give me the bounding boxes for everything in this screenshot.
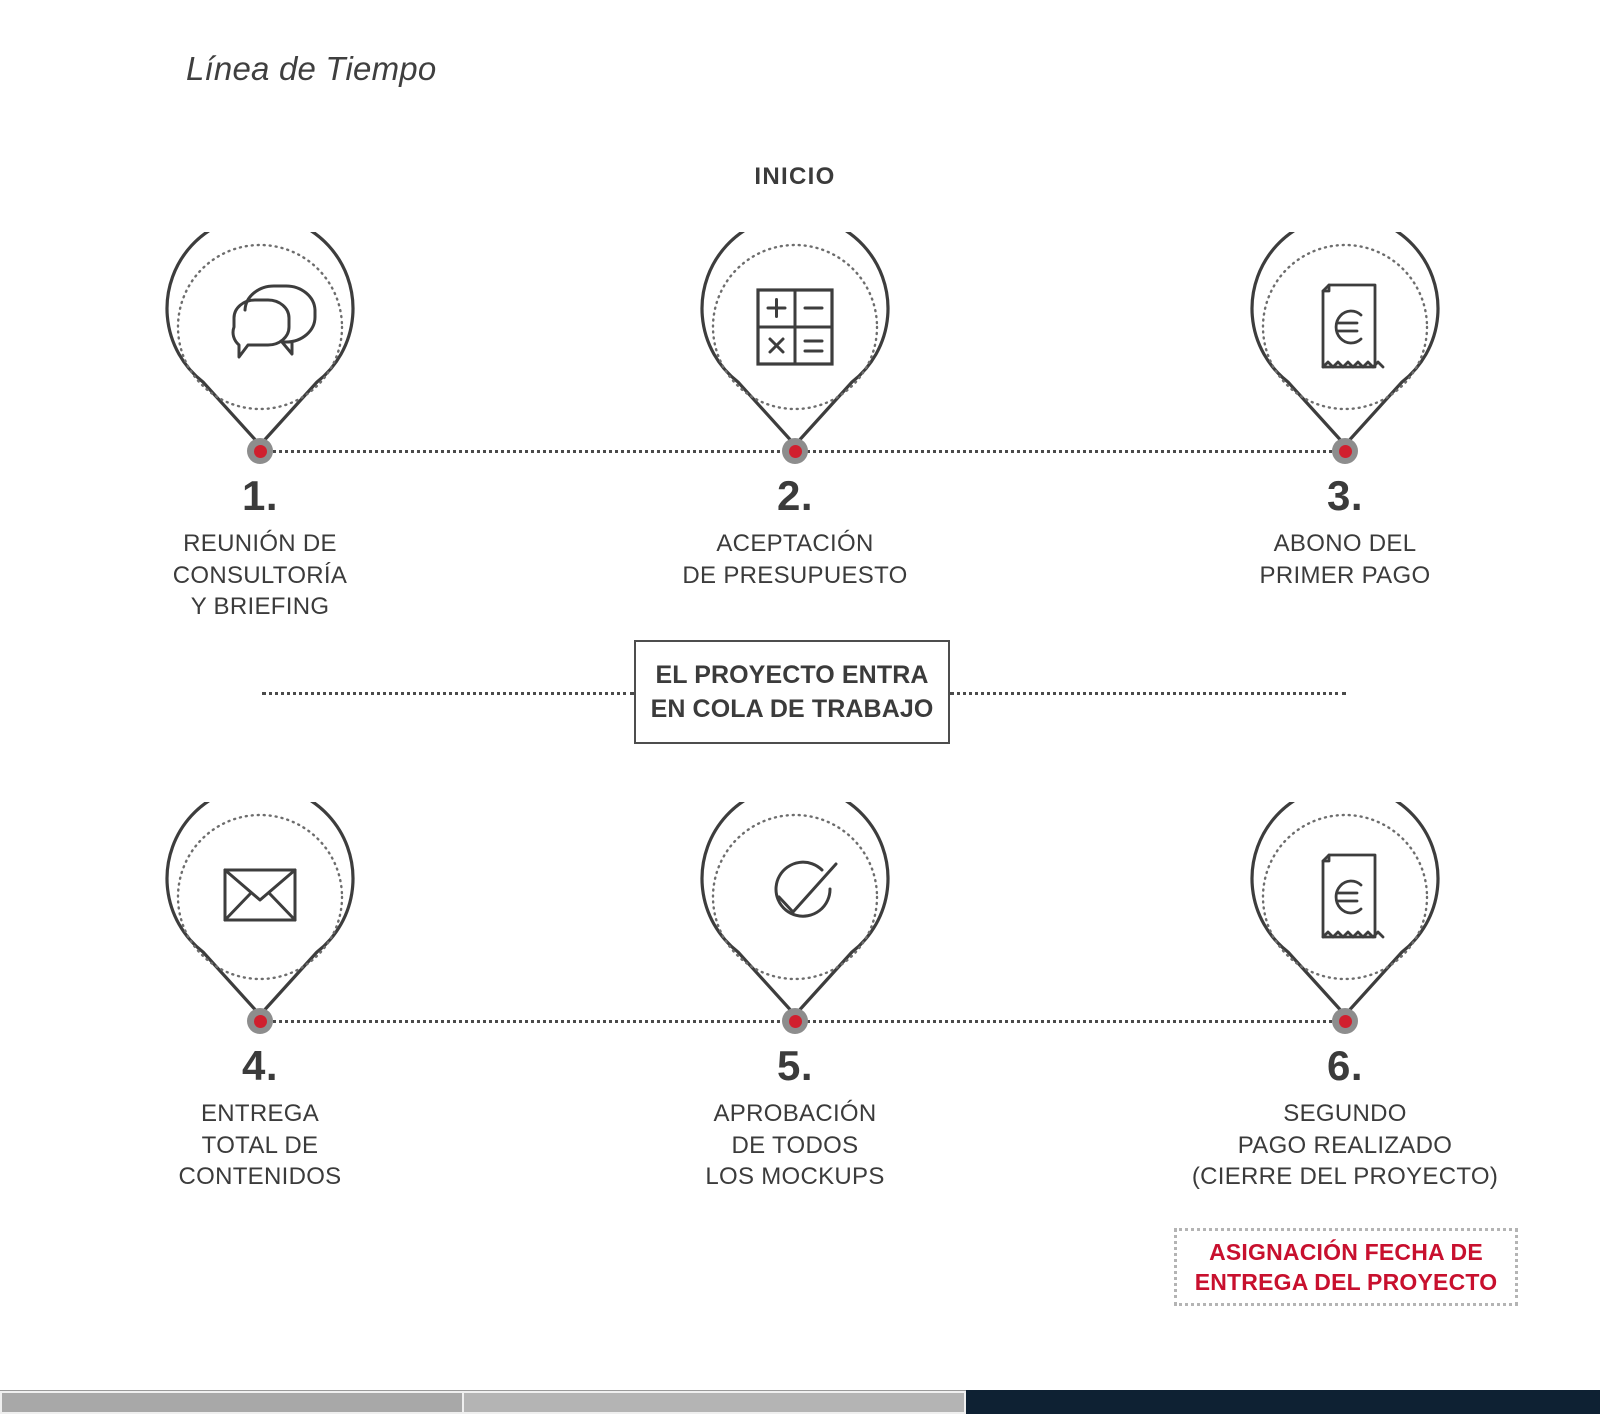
queue-text-line: EL PROYECTO ENTRA [655,660,929,689]
timeline-anchor-dot [247,438,273,464]
pin-shape [1250,232,1440,447]
step-number: 5. [776,1042,814,1089]
timeline-anchor-dot [247,1008,273,1034]
desktop-background-strip [0,1390,1600,1414]
timeline-step-6[interactable]: 6. SEGUNDO PAGO REALIZADO (CIERRE DEL PR… [1192,802,1498,1190]
step-text-block: 2. ACEPTACIÓN DE PRESUPUESTO [635,472,955,591]
horizontal-scrollbar-thumb-secondary[interactable] [464,1393,964,1412]
queue-line-left [262,692,634,695]
step-text-block: 4. ENTREGA TOTAL DE CONTENIDOS [100,1042,420,1193]
step-label-line: PAGO REALIZADO [1237,1131,1453,1159]
calculator-icon [756,288,834,366]
step-label: REUNIÓN DE CONSULTORÍA Y BRIEFING [100,528,420,623]
envelope-icon [223,868,297,922]
step-text-block: 6. SEGUNDO PAGO REALIZADO (CIERRE DEL PR… [1185,1042,1505,1193]
step-label: ENTREGA TOTAL DE CONTENIDOS [100,1098,420,1193]
timeline-step-5[interactable]: 5. APROBACIÓN DE TODOS LOS MOCKUPS [695,802,895,1190]
start-label: INICIO [754,163,836,190]
step-label-line: PRIMER PAGO [1259,561,1431,589]
step-label-line: TOTAL DE [201,1131,319,1159]
timeline-anchor-dot [1332,1008,1358,1034]
step-label-line: Y BRIEFING [190,593,330,621]
pin-shape [700,232,890,447]
timeline-step-2[interactable]: 2. ACEPTACIÓN DE PRESUPUESTO [682,232,907,589]
step-label-line: CONSULTORÍA [172,561,348,589]
step-label-line: ABONO DEL [1273,530,1417,558]
step-text-block: 3. ABONO DEL PRIMER PAGO [1185,472,1505,591]
euro-receipt-icon [1321,283,1385,369]
timeline-row-top: 1. REUNIÓN DE CONSULTORÍA Y BRIEFING [0,232,1600,652]
step-label: SEGUNDO PAGO REALIZADO (CIERRE DEL PROYE… [1185,1098,1505,1193]
timeline-anchor-dot [1332,438,1358,464]
pin-shape [700,802,890,1017]
step-label: ABONO DEL PRIMER PAGO [1185,528,1505,591]
step-label-line: (CIERRE DEL PROYECTO) [1191,1163,1499,1191]
horizontal-scrollbar-thumb[interactable] [2,1393,462,1412]
pin-shape [165,232,355,447]
step-label-line: ENTREGA [200,1100,320,1128]
horizontal-scrollbar-track[interactable] [0,1390,966,1414]
queue-callout-box: EL PROYECTO ENTRA EN COLA DE TRABAJO [634,640,950,744]
callout-text-line: ENTREGA DEL PROYECTO [1194,1269,1498,1295]
queue-band: EL PROYECTO ENTRA EN COLA DE TRABAJO [0,640,1600,750]
timeline-step-4[interactable]: 4. ENTREGA TOTAL DE CONTENIDOS [160,802,360,1190]
step-label-line: CONTENIDOS [178,1163,342,1191]
pin-shape [165,802,355,1017]
step-number: 3. [1326,472,1364,519]
delivery-date-callout: ASIGNACIÓN FECHA DE ENTREGA DEL PROYECTO [1174,1228,1518,1306]
step-number: 2. [776,472,814,519]
timeline-row-bottom: 4. ENTREGA TOTAL DE CONTENIDOS 5. [0,802,1600,1222]
queue-line-right [950,692,1346,695]
step-label-line: LOS MOCKUPS [705,1163,885,1191]
timeline-step-1[interactable]: 1. REUNIÓN DE CONSULTORÍA Y BRIEFING [160,232,360,620]
page-title: Línea de Tiempo [186,50,437,87]
step-label: ACEPTACIÓN DE PRESUPUESTO [635,528,955,591]
step-label-line: DE PRESUPUESTO [682,561,908,589]
timeline-anchor-dot [782,1008,808,1034]
timeline-step-3[interactable]: 3. ABONO DEL PRIMER PAGO [1245,232,1445,589]
step-label-line: APROBACIÓN [713,1100,877,1128]
queue-text-line: EN COLA DE TRABAJO [650,695,934,723]
step-number: 4. [241,1042,279,1089]
chat-bubbles-icon [231,284,317,359]
step-label-line: ACEPTACIÓN [716,530,874,558]
euro-receipt-icon [1321,853,1385,939]
step-text-block: 1. REUNIÓN DE CONSULTORÍA Y BRIEFING [100,472,420,623]
step-label: APROBACIÓN DE TODOS LOS MOCKUPS [635,1098,955,1193]
step-label-line: REUNIÓN DE [183,530,337,558]
step-number: 6. [1326,1042,1364,1089]
timeline-anchor-dot [782,438,808,464]
step-label-line: SEGUNDO [1283,1100,1407,1128]
callout-text-line: ASIGNACIÓN FECHA DE [1209,1238,1483,1265]
check-circle-icon [774,860,838,918]
step-text-block: 5. APROBACIÓN DE TODOS LOS MOCKUPS [635,1042,955,1193]
step-number: 1. [241,472,279,519]
pin-shape [1250,802,1440,1017]
step-label-line: DE TODOS [731,1131,859,1159]
